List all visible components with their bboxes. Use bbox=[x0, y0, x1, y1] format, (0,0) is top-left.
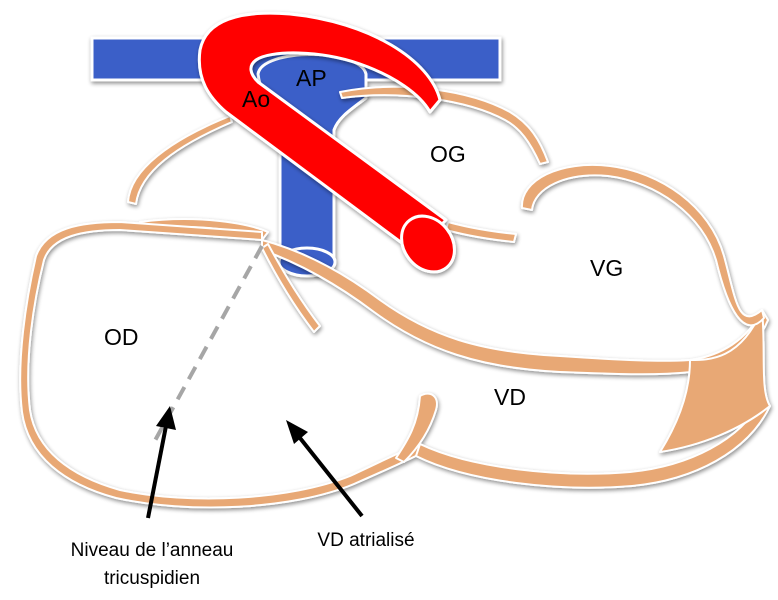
caption-annulus-line2: tricuspidien bbox=[104, 568, 200, 589]
atrialized-arrow-shaft bbox=[298, 436, 364, 518]
aortic-root-end bbox=[400, 214, 456, 274]
aortic-arch bbox=[197, 11, 448, 254]
label-vg: VG bbox=[590, 255, 623, 281]
heart-walls bbox=[19, 85, 771, 509]
atrialized-arrowhead bbox=[286, 420, 308, 444]
caption-atrialized-rv: VD atrialisé bbox=[317, 530, 414, 551]
annulus-arrowhead bbox=[156, 406, 176, 430]
caption-annulus-line1: Niveau de l’anneau bbox=[71, 540, 234, 561]
apex-wall bbox=[659, 309, 771, 453]
label-ao: Ao bbox=[242, 86, 270, 112]
annulus-arrow-shaft bbox=[146, 425, 168, 519]
aorta bbox=[197, 11, 456, 274]
tricuspid-leaflet bbox=[395, 392, 438, 463]
right-atrium-wall bbox=[19, 221, 425, 509]
annotation-arrows bbox=[146, 406, 364, 519]
septal-strand bbox=[261, 243, 321, 333]
label-og: OG bbox=[430, 141, 466, 167]
mitral-valve bbox=[445, 221, 517, 243]
label-od: OD bbox=[104, 324, 139, 350]
label-vd: VD bbox=[494, 384, 526, 410]
left-ventricle-wall bbox=[520, 164, 765, 327]
label-ap: AP bbox=[296, 65, 327, 91]
